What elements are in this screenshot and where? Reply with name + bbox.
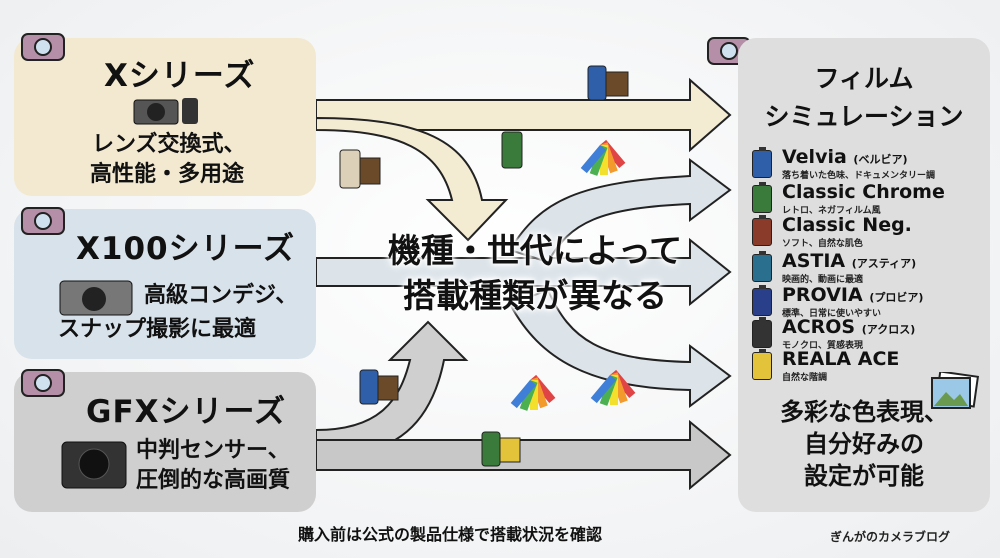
film-canister-icon — [752, 317, 772, 348]
card-gfx-series: GFXシリーズ 中判センサー、 圧倒的な高画質 — [14, 372, 316, 512]
film-canister-icon — [501, 131, 523, 169]
film-name: Classic Chrome — [782, 181, 945, 203]
color-swatch-icon — [580, 139, 626, 176]
blog-name: ぎんがのカメラブログ — [830, 530, 951, 544]
film-item-velvia: Velvia (ベルビア) 落ち着いた色味、ドキュメンタリー調 — [752, 146, 988, 181]
film-item-reala-ace: REALA ACE 自然な階調 — [752, 348, 988, 383]
film-canister-icon — [481, 431, 521, 467]
film-desc: 自然な階調 — [782, 373, 828, 383]
camera-icon — [21, 207, 65, 235]
arrow-center-up — [508, 158, 732, 264]
film-canister-icon — [752, 285, 772, 316]
x100-series-desc-1: 高級コンデジ、 — [144, 283, 298, 308]
arrow-center-down — [508, 288, 732, 408]
color-swatch-icon — [510, 374, 556, 411]
arrow-x-curve — [315, 116, 509, 242]
gfx-series-desc-1: 中判センサー、 — [136, 438, 290, 463]
film-item-provia: PROVIA (プロビア) 標準、日常に使いやすい — [752, 284, 988, 319]
x-series-title: Xシリーズ — [104, 58, 256, 94]
camera-icon — [59, 280, 133, 316]
film-canister-icon — [339, 149, 381, 189]
film-canister-icon — [752, 349, 772, 380]
film-canister-icon — [752, 182, 772, 213]
film-canister-icon — [359, 369, 399, 405]
center-message-line2: 搭載種類が異なる — [403, 276, 667, 315]
film-name: Classic Neg. — [782, 214, 912, 236]
film-item-acros: ACROS (アクロス) モノクロ、質感表現 — [752, 316, 988, 351]
film-canister-icon — [752, 147, 772, 178]
gfx-series-title: GFXシリーズ — [86, 394, 286, 430]
film-desc: レトロ、ネガフィルム風 — [782, 206, 881, 216]
film-desc: 標準、日常に使いやすい — [782, 309, 882, 319]
film-canister-icon — [752, 215, 772, 246]
camera-icon — [133, 98, 198, 125]
x-series-desc-2: 高性能・多用途 — [90, 162, 245, 187]
film-item-classic-neg: Classic Neg. ソフト、自然な肌色 — [752, 214, 988, 249]
center-message: 機種・世代によって 搭載種類が異なる — [360, 228, 710, 318]
center-message-line1: 機種・世代によって — [387, 231, 683, 270]
x100-series-desc-2: スナップ撮影に最適 — [58, 317, 257, 342]
card-x-series: Xシリーズ レンズ交換式、 高性能・多用途 — [14, 38, 316, 196]
film-name: REALA ACE — [782, 348, 900, 370]
film-name: PROVIA (プロビア) — [782, 284, 924, 306]
camera-icon — [21, 369, 65, 397]
film-desc: ソフト、自然な肌色 — [782, 239, 863, 249]
photo-icon — [931, 372, 980, 409]
gfx-series-desc-2: 圧倒的な高画質 — [136, 468, 291, 493]
film-bottom-line2: 自分好みの — [804, 430, 924, 458]
film-canister-icon — [752, 251, 772, 282]
x100-series-title: X100シリーズ — [76, 231, 296, 267]
card-film-simulation: フィルム シミュレーション Velvia (ベルビア) 落ち着いた色味、ドキュメ… — [738, 38, 990, 512]
film-name: ACROS (アクロス) — [782, 316, 916, 338]
film-bottom-message: 多彩な色表現、 自分好みの 設定が可能 — [738, 396, 990, 492]
film-title-line1: フィルム — [814, 64, 914, 93]
film-bottom-line1: 多彩な色表現、 — [780, 398, 948, 426]
film-item-astia: ASTIA (アスティア) 映画的、動画に最適 — [752, 250, 988, 285]
film-bottom-line3: 設定が可能 — [804, 462, 924, 490]
color-swatch-icon — [590, 369, 636, 406]
film-name: ASTIA (アスティア) — [782, 250, 917, 272]
card-x100-series: X100シリーズ 高級コンデジ、 スナップ撮影に最適 — [14, 209, 316, 359]
film-desc: 映画的、動画に最適 — [782, 275, 864, 285]
film-item-classic-chrome: Classic Chrome レトロ、ネガフィルム風 — [752, 181, 988, 216]
film-title-line2: シミュレーション — [764, 102, 964, 131]
arrow-x100-to-film — [315, 237, 732, 307]
film-canister-icon — [587, 65, 629, 101]
film-desc: 落ち着いた色味、ドキュメンタリー調 — [782, 171, 936, 181]
arrow-gfx-to-film — [315, 419, 732, 491]
camera-icon — [61, 441, 127, 489]
arrow-x-to-film — [315, 77, 732, 153]
film-simulation-title: フィルム シミュレーション — [738, 60, 990, 136]
footer-note: 購入前は公式の製品仕様で搭載状況を確認 — [297, 525, 602, 544]
x-series-desc-1: レンズ交換式、 — [92, 132, 246, 157]
camera-icon — [21, 33, 65, 61]
film-name: Velvia (ベルビア) — [782, 146, 908, 168]
film-desc: モノクロ、質感表現 — [782, 341, 864, 351]
